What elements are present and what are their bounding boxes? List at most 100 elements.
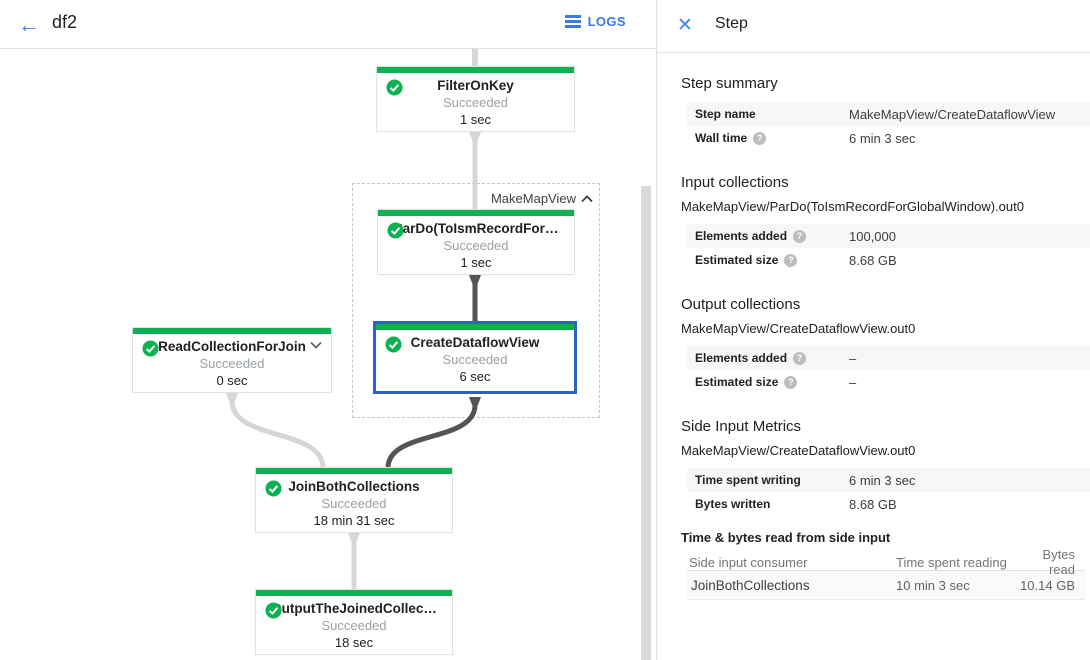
metric-row-elements-added: Elements added ? 100,000	[687, 224, 1090, 248]
help-icon[interactable]: ?	[793, 229, 807, 243]
group-header-makemapview[interactable]: MakeMapView	[352, 190, 600, 208]
check-circle-icon	[265, 480, 282, 497]
edge-readcollection-taper	[226, 393, 238, 402]
metric-row-elements-added: Elements added ? –	[687, 346, 1090, 370]
top-toolbar: ← df2 LOGS	[0, 0, 656, 49]
node-status-bar	[378, 210, 574, 216]
node-status: Succeeded	[442, 95, 509, 110]
side-input-table-heading: Time & bytes read from side input	[681, 530, 891, 545]
help-icon[interactable]: ?	[793, 351, 807, 365]
check-circle-icon	[385, 336, 402, 353]
check-circle-icon	[265, 602, 282, 619]
node-status-bar	[256, 590, 452, 596]
node-title: ParDo(ToIsmRecordFor…	[393, 221, 559, 236]
check-circle-icon	[387, 222, 404, 239]
help-icon[interactable]: ?	[784, 253, 798, 267]
logs-list-icon	[564, 15, 581, 28]
logs-button-label: LOGS	[587, 14, 626, 29]
metric-value: 8.68 GB	[849, 252, 897, 268]
check-circle-icon	[142, 340, 159, 357]
node-status: Succeeded	[443, 238, 509, 253]
edge-readcollection-join	[229, 400, 326, 469]
graph-node-createdataflowview[interactable]: CreateDataflowView Succeeded 6 sec	[373, 321, 577, 394]
cell-side-input-consumer: JoinBothCollections	[691, 577, 810, 593]
node-status-bar	[256, 468, 452, 474]
edge-filteronkey-taper	[469, 132, 481, 141]
node-time: 18 sec	[334, 635, 374, 650]
logs-button[interactable]: LOGS	[564, 14, 626, 29]
node-status: Succeeded	[321, 618, 387, 633]
column-header: Time spent reading	[896, 554, 1007, 570]
section-step-summary: Step summary Step name MakeMapView/Creat…	[681, 75, 1090, 150]
graph-node-joinbothcollections[interactable]: JoinBothCollections Succeeded 18 min 31 …	[255, 467, 453, 533]
node-status-bar	[133, 328, 331, 334]
back-arrow-icon[interactable]: ←	[18, 12, 40, 37]
graph-node-outputthejoinedcollection[interactable]: OutputTheJoinedCollec… Succeeded 18 sec	[255, 589, 453, 655]
metric-label: Elements added	[695, 229, 788, 243]
column-header: Bytes read	[1042, 547, 1075, 577]
collection-name: MakeMapView/CreateDataflowView.out0	[681, 443, 916, 458]
step-details-panel: ✕ Step Step summary Step name MakeMapVie…	[656, 0, 1090, 660]
metric-row-time-spent-writing: Time spent writing 6 min 3 sec	[687, 468, 1090, 492]
metric-label: Estimated size	[695, 375, 779, 389]
metric-value: –	[849, 350, 857, 366]
node-status-bar	[376, 324, 574, 330]
metric-label: Bytes written	[695, 497, 771, 511]
chevron-down-icon[interactable]	[310, 341, 322, 349]
graph-node-filteronkey[interactable]: FilterOnKey Succeeded 1 sec	[376, 66, 575, 132]
side-input-table: Side input consumer Time spent reading B…	[687, 547, 1085, 600]
node-status: Succeeded	[321, 496, 387, 511]
metric-label: Estimated size	[695, 253, 779, 267]
node-time: 18 min 31 sec	[313, 513, 395, 528]
node-status: Succeeded	[442, 352, 508, 367]
metric-value: –	[849, 374, 857, 390]
node-title: CreateDataflowView	[410, 335, 540, 350]
graph-vertical-scrollbar[interactable]	[641, 186, 651, 660]
help-icon[interactable]: ?	[753, 131, 767, 145]
table-row: JoinBothCollections 10 min 3 sec 10.14 G…	[687, 571, 1085, 600]
job-title: df2	[52, 12, 78, 32]
metric-label: Elements added	[695, 351, 788, 365]
metric-value: MakeMapView/CreateDataflowView	[849, 106, 1056, 122]
help-icon[interactable]: ?	[784, 375, 798, 389]
metric-value: 100,000	[849, 228, 896, 244]
edge-join-taper	[348, 533, 360, 542]
metric-label: Time spent writing	[695, 473, 801, 487]
node-time: 6 sec	[459, 369, 491, 384]
close-icon[interactable]: ✕	[677, 15, 693, 36]
node-title: JoinBothCollections	[288, 479, 420, 494]
graph-node-pardo[interactable]: ParDo(ToIsmRecordFor… Succeeded 1 sec	[377, 209, 575, 275]
panel-header: ✕ Step	[657, 0, 1090, 53]
section-output-collections: Output collections MakeMapView/CreateDat…	[681, 296, 1090, 394]
node-time: 0 sec	[216, 373, 248, 388]
node-title: ReadCollectionForJoin	[158, 339, 306, 354]
cell-bytes-read: 10.14 GB	[1020, 577, 1075, 593]
metric-row-step-name: Step name MakeMapView/CreateDataflowView	[687, 102, 1090, 126]
metric-row-wall-time: Wall time ? 6 min 3 sec	[687, 126, 1090, 150]
metric-label: Step name	[695, 107, 756, 121]
chevron-up-icon	[581, 195, 593, 203]
cell-time-spent-reading: 10 min 3 sec	[896, 577, 970, 593]
metric-row-estimated-size: Estimated size ? 8.68 GB	[687, 248, 1090, 272]
metric-row-estimated-size: Estimated size ? –	[687, 370, 1090, 394]
collection-name: MakeMapView/CreateDataflowView.out0	[681, 321, 916, 336]
node-status-bar	[377, 67, 574, 73]
node-title: OutputTheJoinedCollec…	[271, 601, 437, 616]
section-heading: Side Input Metrics	[681, 418, 802, 435]
panel-title: Step	[715, 15, 748, 32]
check-circle-icon	[386, 79, 403, 96]
job-graph-canvas[interactable]: MakeMapView FilterOnKey Succeeded 1 sec …	[0, 0, 656, 660]
section-side-input-metrics: Side Input Metrics MakeMapView/CreateDat…	[681, 418, 1090, 600]
section-heading: Output collections	[681, 296, 801, 313]
section-heading: Step summary	[681, 75, 778, 92]
node-status: Succeeded	[199, 356, 265, 371]
node-title: FilterOnKey	[437, 78, 514, 93]
metric-value: 6 min 3 sec	[849, 472, 916, 488]
metric-row-bytes-written: Bytes written 8.68 GB	[687, 492, 1090, 516]
section-heading: Input collections	[681, 174, 789, 191]
collection-name: MakeMapView/ParDo(ToIsmRecordForGlobalWi…	[681, 199, 1024, 214]
group-label: MakeMapView	[490, 191, 576, 206]
graph-node-readcollectionforjoin[interactable]: ReadCollectionForJoin Succeeded 0 sec	[132, 327, 332, 393]
metric-value: 6 min 3 sec	[849, 130, 916, 146]
